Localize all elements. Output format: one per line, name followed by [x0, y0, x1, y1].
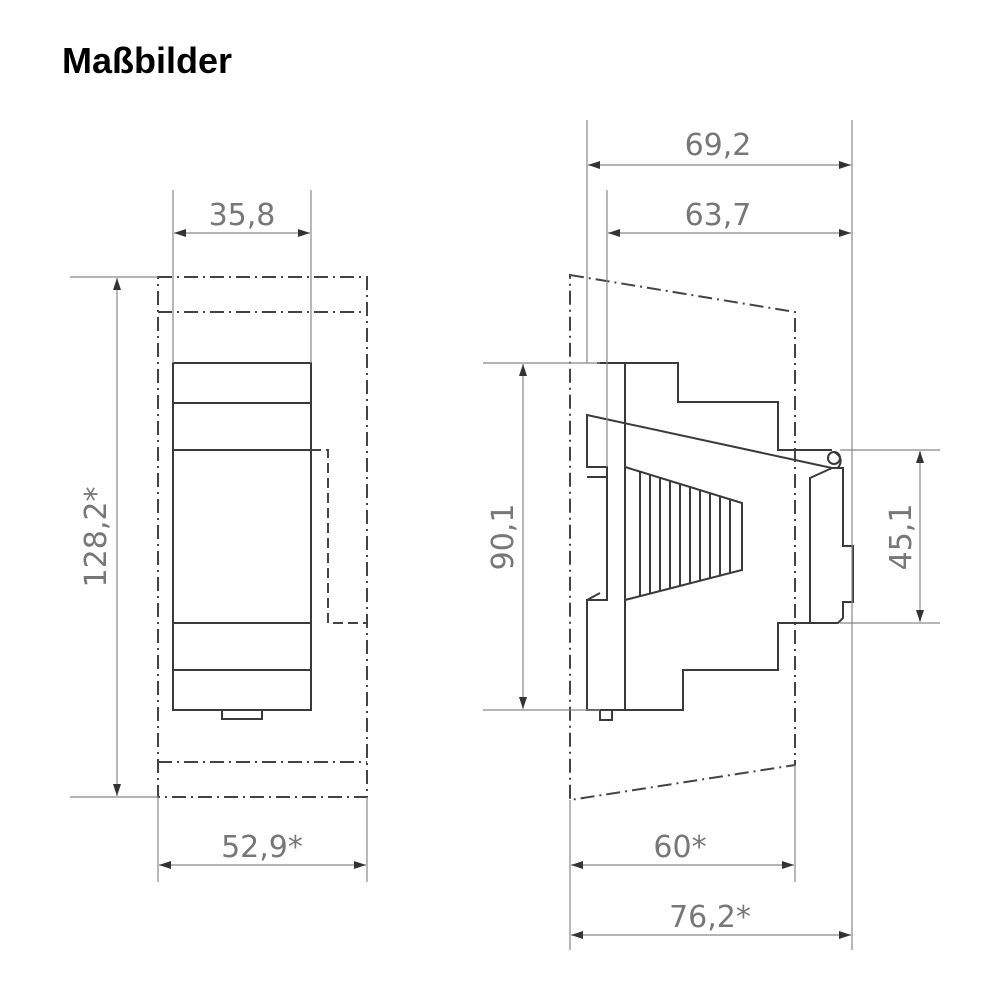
dim-side-body-depth: 63,7 [685, 198, 752, 233]
side-view: 69,2 63,7 90,1 45,1 60* 76,2* [483, 120, 940, 950]
dim-side-height: 90,1 [486, 504, 521, 571]
dim-front-width: 35,8 [209, 198, 276, 233]
front-view: 35,8 128,2* 52,9* [70, 190, 368, 882]
dim-rail-height: 45,1 [884, 504, 919, 571]
device-front [172, 362, 312, 711]
cooling-fins [639, 472, 731, 596]
page-title: Maßbilder [62, 40, 233, 81]
side-envelope [569, 273, 796, 802]
dim-front-height: 128,2* [79, 487, 114, 588]
dim-front-envelope: 52,9* [221, 830, 303, 865]
dim-side-envelope-outer: 76,2* [669, 900, 751, 935]
dim-side-total-depth: 69,2 [685, 128, 752, 163]
front-envelope [157, 276, 368, 798]
dim-side-envelope-inner: 60* [653, 830, 706, 865]
